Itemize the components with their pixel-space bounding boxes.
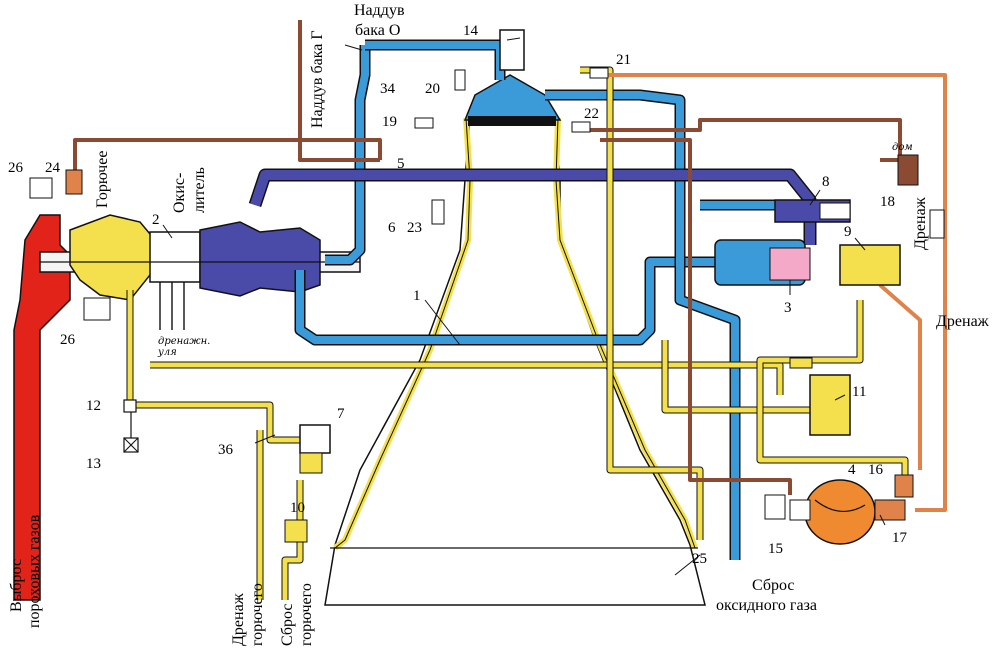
label-drenazh-right: Дренаж [936, 313, 990, 330]
label-vybros-1: Выброс [8, 559, 25, 612]
small-components [29, 67, 945, 520]
callout-15: 15 [768, 541, 783, 557]
label-okislitel-2: литель [191, 167, 208, 213]
valve-9 [839, 244, 901, 286]
callout-20: 20 [425, 81, 440, 97]
control-lines [73, 20, 907, 495]
powder-gas-duct [13, 214, 71, 601]
callout-2: 2 [152, 212, 160, 228]
callout-18: 18 [880, 194, 895, 210]
label-nadduv-o-2: бака О [355, 22, 400, 39]
label-handwritten-small: дом [892, 142, 913, 153]
callout-24: 24 [45, 160, 61, 176]
text-labels: Наддув бака О Наддув бака Г Горючее Окис… [8, 2, 990, 646]
callout-6: 6 [388, 220, 396, 236]
leader-lines [162, 37, 886, 576]
callout-9: 9 [844, 224, 852, 240]
callout-5: 5 [397, 156, 405, 172]
label-nadduv-g: Наддув бака Г [309, 30, 326, 128]
label-sbros-g-1: Сброс [279, 603, 296, 646]
callout-21: 21 [616, 52, 631, 68]
label-okislitel-1: Окис- [171, 173, 188, 213]
callout-25: 25 [692, 551, 707, 567]
callout-12: 12 [86, 398, 101, 414]
valve-8 [774, 199, 851, 223]
callout-numbers: 1 2 3 4 5 6 7 8 9 10 11 12 13 14 15 16 1… [8, 23, 908, 567]
callout-23: 23 [407, 220, 422, 236]
label-sbros-g-2: горючего [298, 583, 315, 646]
label-handwritten-drain: дренажн. [158, 336, 210, 347]
callout-36: 36 [218, 442, 234, 458]
callout-26b: 26 [60, 332, 76, 348]
label-vybros-2: пороховых газов [26, 514, 43, 628]
label-nadduv-o-1: Наддув [354, 2, 405, 19]
callout-11: 11 [852, 384, 866, 400]
label-sbros-ox-2: оксидного газа [716, 597, 817, 614]
callout-22: 22 [584, 106, 599, 122]
valve-14 [499, 29, 525, 71]
label-drenazh-vertical: Дренаж [912, 196, 929, 250]
callout-34: 34 [380, 81, 396, 97]
callout-8: 8 [822, 174, 830, 190]
valve-7 [299, 424, 331, 474]
callout-13: 13 [86, 456, 101, 472]
callout-17: 17 [892, 530, 908, 546]
label-drenazh-g-1: Дренаж [230, 592, 247, 646]
callout-14: 14 [463, 23, 479, 39]
fuel-lines [126, 66, 909, 600]
callout-4: 4 [848, 462, 856, 478]
callout-10: 10 [290, 500, 305, 516]
callout-7: 7 [337, 406, 345, 422]
label-goryuchee: Горючее [94, 151, 111, 208]
callout-26a: 26 [8, 160, 24, 176]
valve-10 [284, 519, 308, 543]
callout-16: 16 [868, 462, 884, 478]
callout-19: 19 [382, 114, 397, 130]
label-handwritten-drain-2: уля [157, 347, 177, 358]
spherical-tank-4 [789, 474, 914, 545]
label-sbros-ox-1: Сброс [752, 577, 795, 594]
callout-3: 3 [784, 300, 792, 316]
label-drenazh-g-2: горючего [249, 583, 266, 646]
turbopump-unit [39, 214, 361, 330]
gas-generator [714, 239, 811, 286]
pressurization-lines [600, 73, 947, 512]
valve-11 [789, 357, 851, 436]
callout-1: 1 [413, 288, 421, 304]
